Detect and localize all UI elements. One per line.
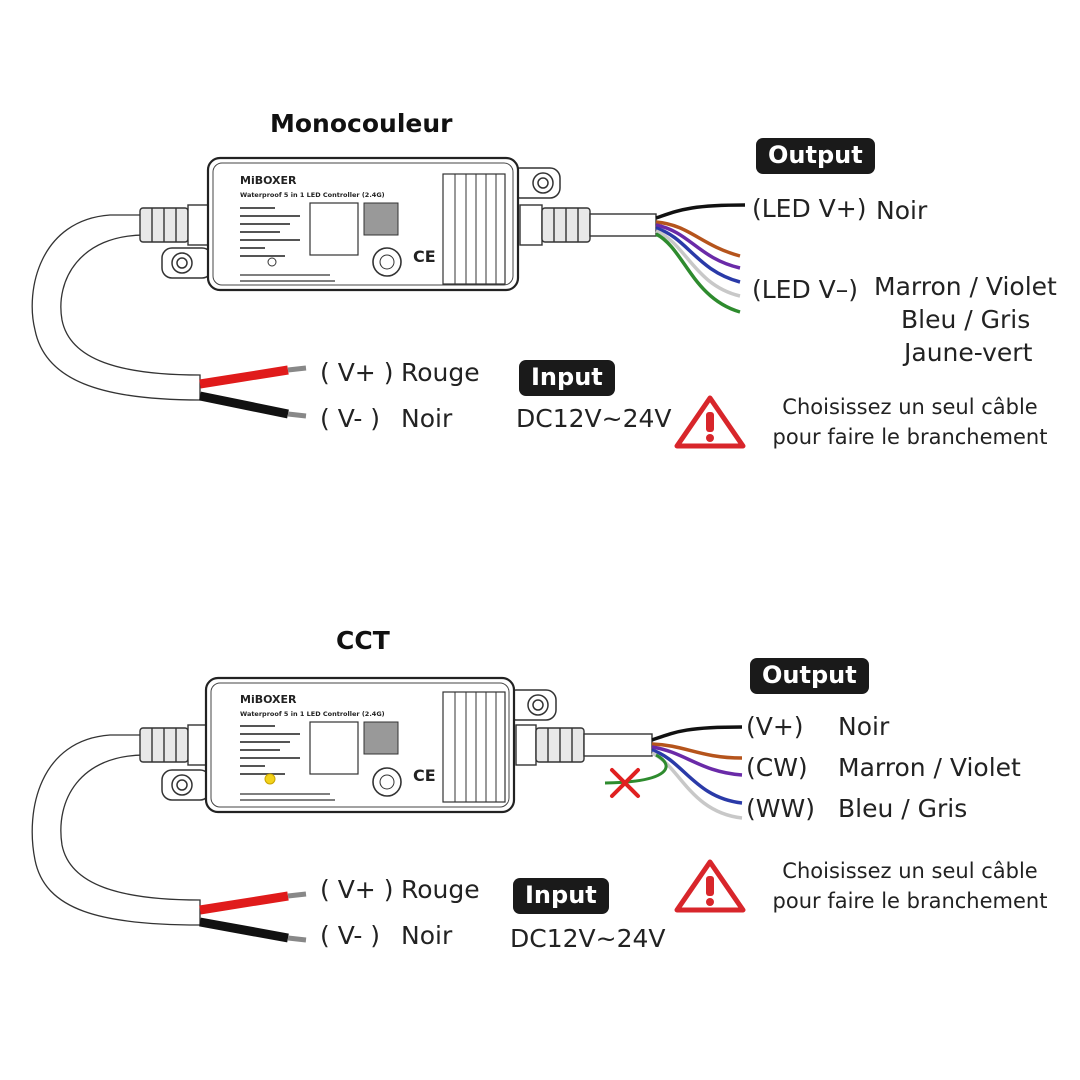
output-terminal-cw: (CW): [746, 753, 808, 782]
warning-icon: [674, 395, 746, 449]
qr-code: [363, 202, 399, 236]
input-color-noir: Noir: [401, 404, 453, 433]
warning-line-1: Choisissez un seul câble: [782, 395, 1038, 419]
output-terminal-led-vplus: (LED V+): [752, 194, 867, 223]
mounting-ear-left: [161, 769, 211, 801]
input-color-rouge: Rouge: [401, 358, 480, 387]
input-wire-black-tip: [287, 935, 307, 943]
input-voltage: DC12V~24V: [510, 924, 666, 953]
device-spec-table: [309, 721, 359, 775]
output-color-bleu-gris: Bleu / Gris: [901, 305, 1031, 334]
output-wire-brown: [651, 742, 743, 760]
input-wire-black-tip: [287, 411, 307, 419]
output-wire-black: [655, 203, 746, 220]
controller-body: [204, 676, 516, 814]
indicator-led: [264, 773, 276, 785]
left-strain-relief: [139, 724, 209, 766]
mounting-ear-right: [509, 167, 561, 199]
output-wire-blue: [651, 748, 743, 805]
right-strain-relief: [515, 724, 653, 766]
output-color-bleu-gris: Bleu / Gris: [838, 794, 968, 823]
ce-mark: CE: [413, 247, 436, 266]
qr-code: [363, 721, 399, 755]
output-color-jaune-vert: Jaune-vert: [904, 338, 1033, 367]
input-terminal-vminus: ( V- ): [320, 921, 381, 950]
warning-text: Choisissez un seul câble pour faire le b…: [752, 856, 1068, 916]
output-color-marron-violet: Marron / Violet: [874, 272, 1057, 301]
right-strain-relief: [519, 204, 657, 246]
input-wire-red-tip: [287, 365, 307, 373]
warning-text: Choisissez un seul câble pour faire le b…: [752, 392, 1068, 452]
input-badge: Input: [513, 878, 609, 914]
output-terminal-ww: (WW): [746, 794, 815, 823]
input-color-noir: Noir: [401, 921, 453, 950]
warning-icon: [674, 859, 746, 913]
device-spec-table: [309, 202, 359, 256]
warning-line-1: Choisissez un seul câble: [782, 859, 1038, 883]
input-voltage: DC12V~24V: [516, 404, 672, 433]
output-color-noir: Noir: [876, 196, 928, 225]
device-brand: MiBOXER: [240, 174, 297, 187]
monocouleur-artwork: MiBOXER Waterproof 5 in 1 LED Controller…: [31, 156, 746, 449]
output-wire-purple: [655, 223, 741, 270]
input-terminal-vplus: ( V+ ): [320, 358, 394, 387]
output-terminal-led-vminus: (LED V–): [752, 275, 859, 304]
wiring-table-label: [442, 691, 506, 803]
output-terminal-vplus: (V+): [746, 712, 804, 741]
input-wire-black: [199, 917, 289, 943]
input-wire-red: [199, 891, 289, 915]
mounting-ear-left: [161, 247, 213, 279]
output-wires: [604, 725, 743, 820]
output-wire-green: [655, 232, 741, 314]
cct-artwork: MiBOXER Waterproof 5 in 1 LED Controller…: [31, 676, 746, 943]
device-brand: MiBOXER: [240, 693, 297, 706]
mounting-ear-right: [505, 689, 557, 721]
device-spec-lines: [240, 725, 335, 801]
warning-line-2: pour faire le branchement: [772, 425, 1048, 449]
device-model-line: Waterproof 5 in 1 LED Controller (2.4G): [240, 191, 385, 199]
output-wires: [655, 203, 746, 314]
input-wire-black: [199, 391, 289, 419]
wiring-table-label: [442, 173, 506, 285]
controller-body: [206, 156, 520, 292]
output-badge: Output: [756, 138, 875, 174]
output-color-noir: Noir: [838, 712, 890, 741]
output-color-marron-violet: Marron / Violet: [838, 753, 1021, 782]
device-model-line: Waterproof 5 in 1 LED Controller (2.4G): [240, 710, 385, 718]
input-wire-red: [199, 365, 289, 389]
left-strain-relief: [139, 204, 211, 246]
input-color-rouge: Rouge: [401, 875, 480, 904]
input-cable-loop: [31, 214, 201, 401]
input-wire-red-tip: [287, 891, 307, 899]
output-wire-purple: [651, 745, 743, 777]
output-wire-grey: [655, 229, 741, 298]
input-terminal-vminus: ( V- ): [320, 404, 381, 433]
output-wire-brown: [655, 220, 741, 258]
input-terminal-vplus: ( V+ ): [320, 875, 394, 904]
output-badge: Output: [750, 658, 869, 694]
indicator-led: [267, 257, 277, 267]
unused-wire-green: [604, 753, 668, 785]
output-wire-black: [651, 725, 743, 742]
warning-line-2: pour faire le branchement: [772, 889, 1048, 913]
input-cable-loop: [31, 734, 201, 926]
output-wire-blue: [655, 226, 741, 284]
unused-wire-cross-icon: [610, 768, 640, 798]
device-spec-lines: [240, 207, 335, 282]
ce-mark: CE: [413, 766, 436, 785]
input-badge: Input: [519, 360, 615, 396]
section-title-cct: CCT: [336, 626, 390, 655]
section-title-monocouleur: Monocouleur: [270, 109, 453, 138]
